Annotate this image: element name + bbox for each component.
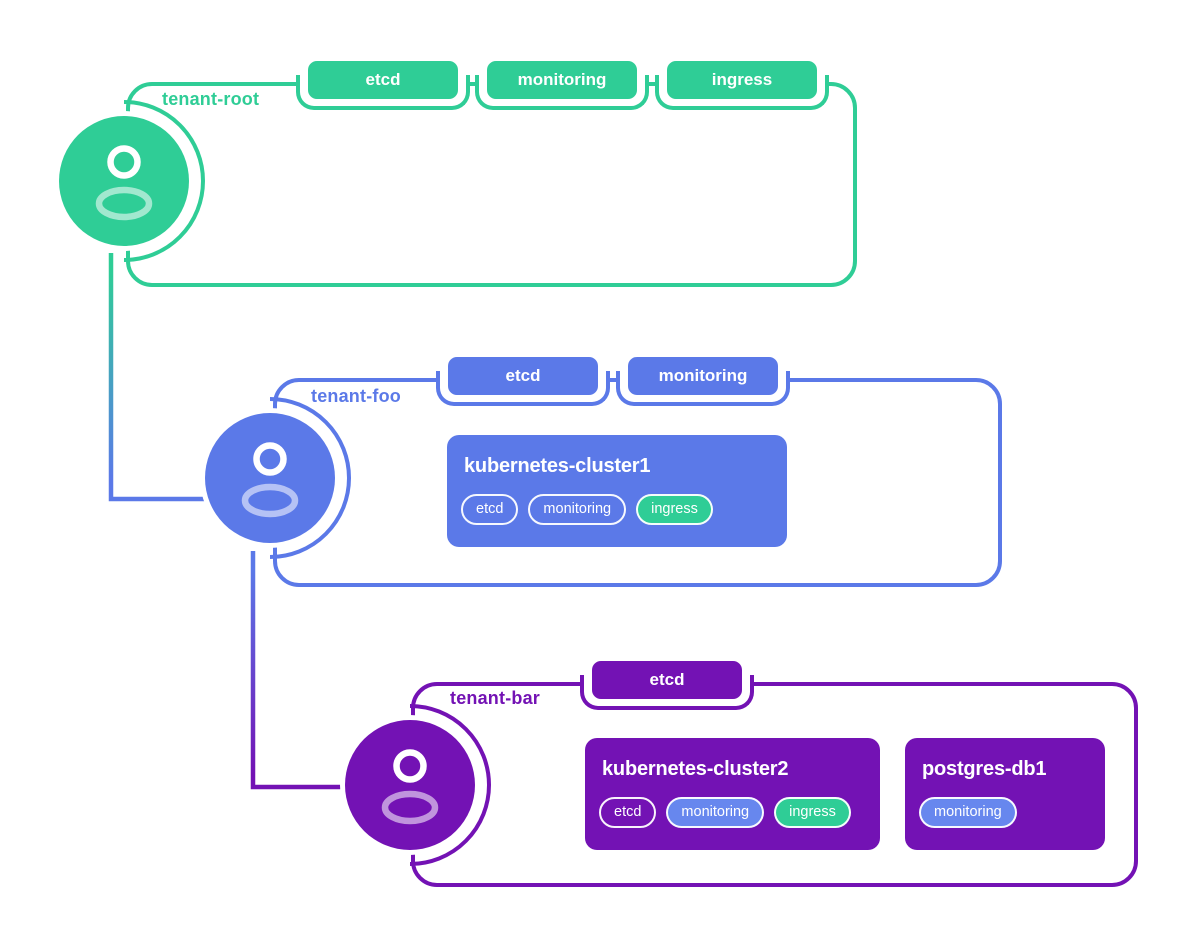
resource-kubernetes-cluster2: kubernetes-cluster2 etcd monitoring ingr… [585, 738, 880, 850]
pill-ingress: ingress [774, 797, 851, 828]
pill-etcd: etcd [599, 797, 657, 828]
pill-etcd: etcd [461, 494, 519, 525]
pill-monitoring: monitoring [666, 797, 765, 828]
resource-postgres-db1: postgres-db1 monitoring [905, 738, 1105, 850]
connector-root-to-foo [108, 253, 206, 502]
tenant-foo-tab-etcd: etcd [445, 354, 601, 398]
tenant-root-tab-etcd: etcd [305, 58, 461, 102]
pill-row: etcd monitoring ingress [461, 494, 713, 525]
tenant-bar-tab-etcd: etcd [589, 658, 745, 702]
pill-row: monitoring [919, 797, 1017, 828]
resource-title: kubernetes-cluster1 [464, 455, 651, 477]
pill-monitoring: monitoring [528, 494, 627, 525]
pill-monitoring: monitoring [919, 797, 1017, 828]
tenant-root-tab-ingress: ingress [664, 58, 820, 102]
pill-row: etcd monitoring ingress [599, 797, 851, 828]
tenant-root-tab-monitoring: monitoring [484, 58, 640, 102]
resource-kubernetes-cluster1: kubernetes-cluster1 etcd monitoring ingr… [447, 435, 787, 547]
tenant-root-label: tenant-root [162, 89, 260, 109]
tenant-foo-label: tenant-foo [311, 386, 401, 406]
resource-title: kubernetes-cluster2 [602, 758, 789, 780]
pill-ingress: ingress [636, 494, 713, 525]
tenant-root-box [126, 82, 857, 287]
resource-title: postgres-db1 [922, 758, 1047, 780]
tenant-foo-tab-monitoring: monitoring [625, 354, 781, 398]
tenant-bar-label: tenant-bar [450, 688, 541, 708]
